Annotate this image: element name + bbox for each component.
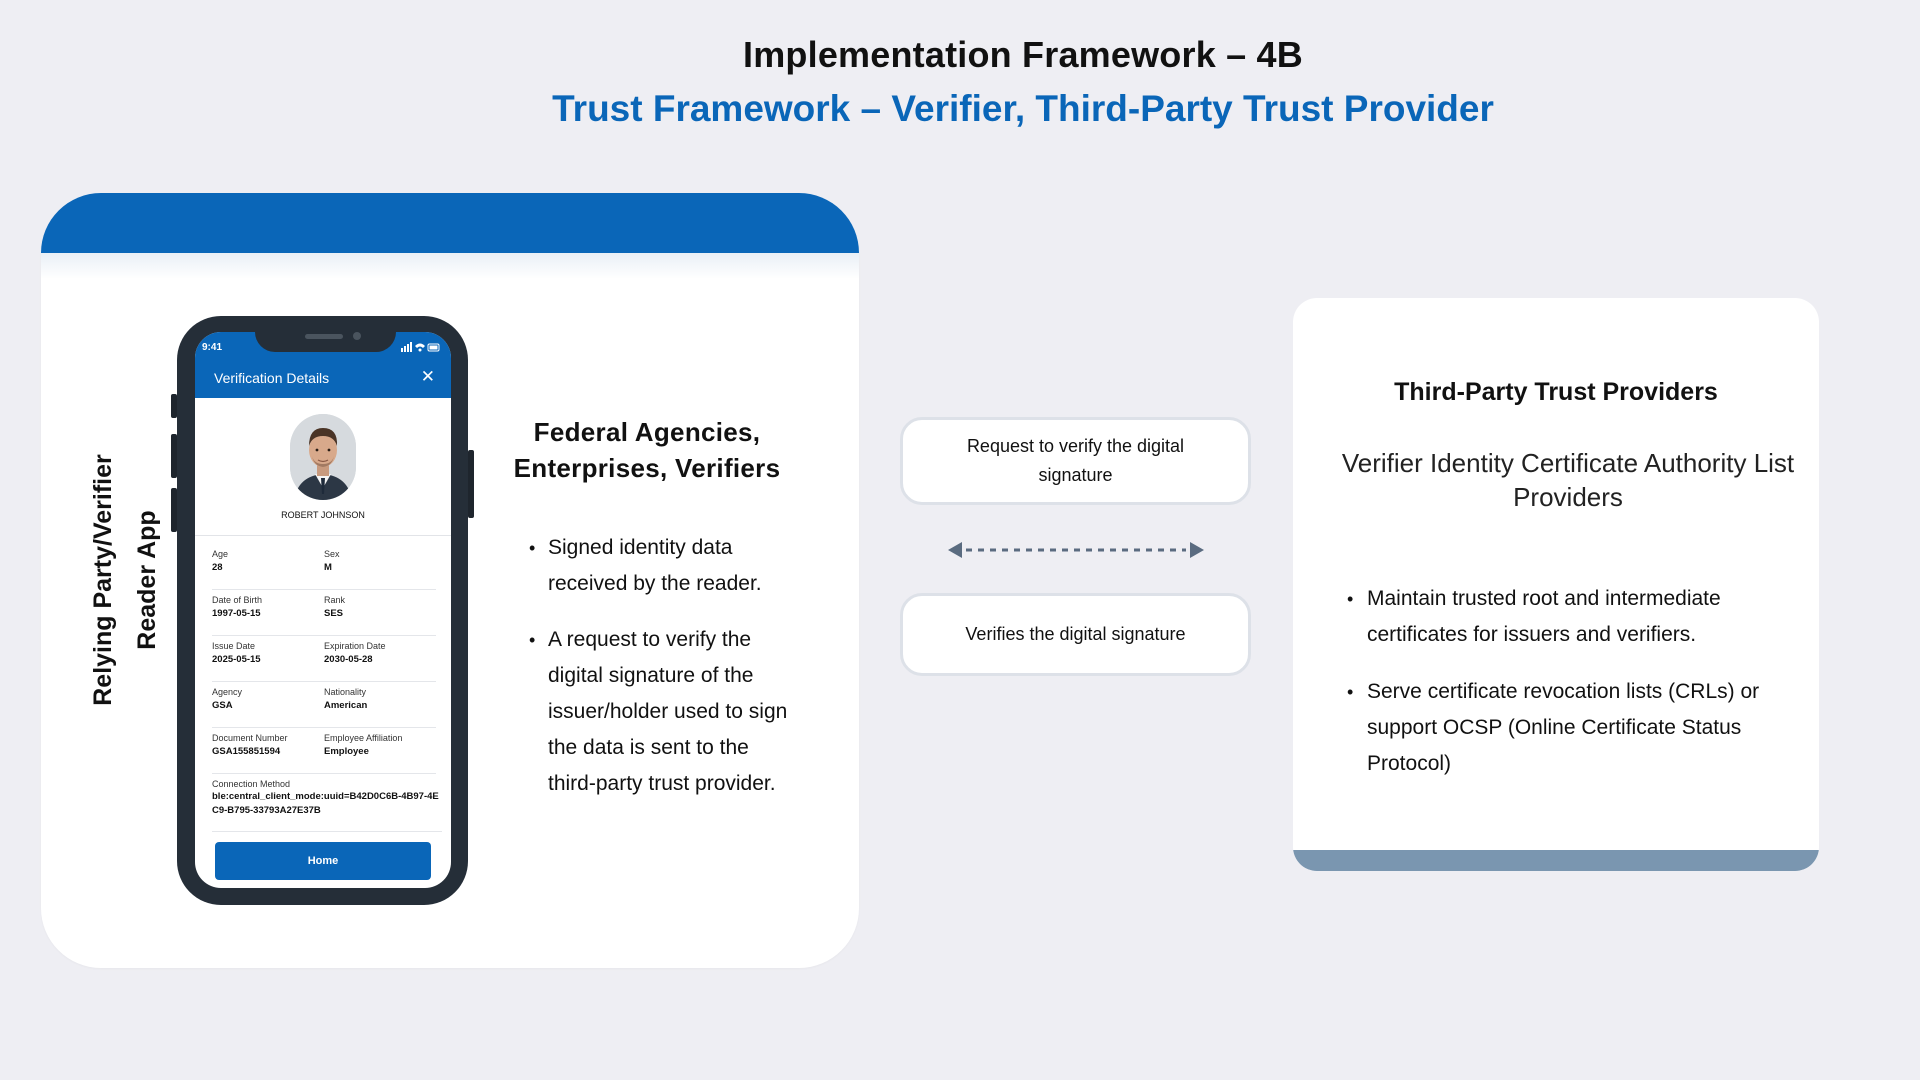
trust-provider-bullet-list: Maintain trusted root and intermediate c…	[1347, 581, 1797, 803]
home-button[interactable]: Home	[215, 842, 431, 880]
relying-party-label: Relying Party/Verifier Reader App	[75, 445, 175, 715]
status-time: 9:41	[202, 342, 223, 353]
close-icon[interactable]: ✕	[420, 367, 435, 386]
card-header-bar	[41, 193, 859, 253]
page-subtitle: Trust Framework – Verifier, Third-Party …	[552, 88, 1494, 129]
field-sex: Sex M	[324, 544, 436, 590]
field-expiration-date: Expiration Date 2030-05-28	[324, 636, 436, 682]
verification-fields: Age 28 Sex M Date of Birth 1997-05-15 Ra…	[212, 544, 442, 832]
verifiers-bullet-list: Signed identity data received by the rea…	[526, 530, 796, 822]
field-document-number: Document Number GSA155851594	[212, 728, 324, 774]
list-item: Maintain trusted root and intermediate c…	[1347, 581, 1797, 653]
trust-provider-card: Third-Party Trust Providers Verifier Ide…	[1293, 298, 1819, 871]
field-agency: Agency GSA	[212, 682, 324, 728]
status-icons	[401, 342, 441, 354]
field-issue-date: Issue Date 2025-05-15	[212, 636, 324, 682]
field-age: Age 28	[212, 544, 324, 590]
person-name: ROBERT JOHNSON	[281, 510, 365, 520]
page-title: Implementation Framework – 4B	[743, 34, 1303, 75]
trust-provider-subtitle: Verifier Identity Certificate Authority …	[1341, 448, 1795, 512]
field-nationality: Nationality American	[324, 682, 436, 728]
trust-provider-title: Third-Party Trust Providers	[1394, 378, 1718, 406]
field-employee-affiliation: Employee Affiliation Employee	[324, 728, 436, 774]
field-rank: Rank SES	[324, 590, 436, 636]
relying-party-label-line2: Reader App	[133, 510, 161, 650]
bidirectional-arrow-icon	[948, 542, 1204, 558]
relying-party-label-line1: Relying Party/Verifier	[89, 454, 117, 706]
field-date-of-birth: Date of Birth 1997-05-15	[212, 590, 324, 636]
phone-screen: 9:41 Verification Details ✕	[195, 332, 451, 888]
card-footer-bar	[1293, 850, 1819, 871]
field-connection-method: Connection Method ble:central_client_mod…	[212, 774, 442, 832]
request-verify-box: Request to verify the digital signature	[900, 417, 1251, 505]
phone-notch	[255, 322, 396, 352]
verifies-signature-box: Verifies the digital signature	[900, 593, 1251, 676]
screen-title: Verification Details	[214, 370, 330, 386]
list-item: Signed identity data received by the rea…	[526, 530, 796, 602]
person-photo	[290, 414, 356, 500]
list-item: Serve certificate revocation lists (CRLs…	[1347, 674, 1797, 782]
list-item: A request to verify the digital signatur…	[526, 622, 796, 802]
verifiers-heading: Federal Agencies, Enterprises, Verifiers	[513, 417, 781, 483]
